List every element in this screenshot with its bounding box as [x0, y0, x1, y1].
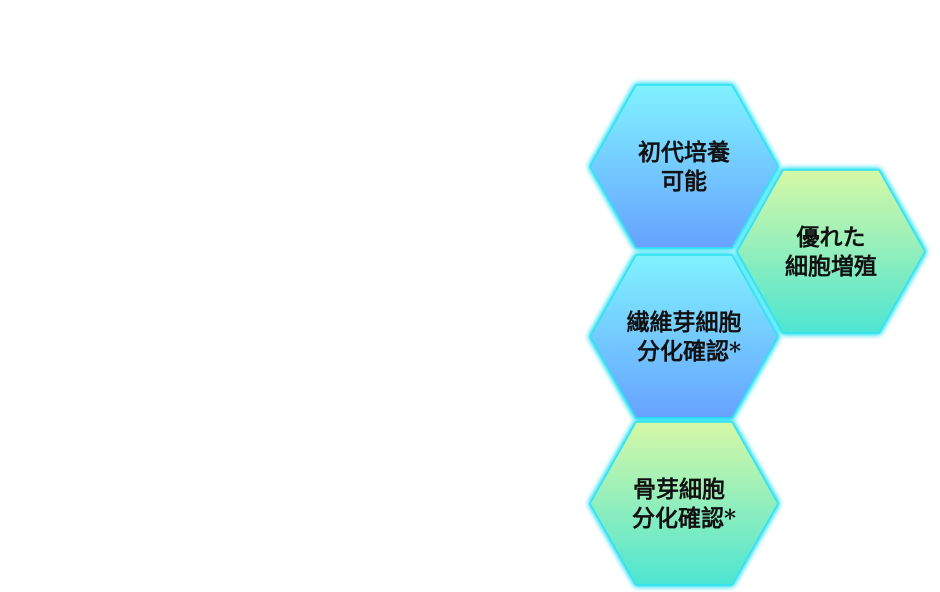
- hexagon-fibroblast-differentiation: 繊維芽細胞 分化確認*: [589, 254, 779, 419]
- hexagon-osteoblast-differentiation: 骨芽細胞 分化確認*: [589, 421, 779, 586]
- hexagon-cell-proliferation: 優れた 細胞増殖: [736, 169, 926, 334]
- hexagon-shape-green: [589, 421, 779, 586]
- hexagon-shape-green: [736, 169, 926, 334]
- hexagon-label-line2: 細胞増殖: [785, 252, 877, 280]
- hexagon-label-line2: 分化確認*: [636, 337, 742, 365]
- hexagon-label: 優れた 細胞増殖: [736, 169, 926, 334]
- hexagon-label-line1: 繊維芽細胞: [626, 308, 742, 336]
- hexagon-label: 繊維芽細胞 分化確認*: [589, 254, 779, 419]
- hexagon-label-line2: 可能: [661, 167, 707, 195]
- hexagon-shape-blue: [589, 84, 779, 249]
- hexagon-label-line1: 優れた: [796, 223, 866, 251]
- hexagon-primary-culture: 初代培養 可能: [589, 84, 779, 249]
- hexagon-label-line2: 分化確認*: [631, 504, 737, 532]
- hexagon-label: 初代培養 可能: [589, 84, 779, 249]
- hexagon-label-line1: 骨芽細胞: [633, 475, 725, 503]
- hexagon-label-line1: 初代培養: [638, 138, 730, 166]
- hexagon-label: 骨芽細胞 分化確認*: [589, 421, 779, 586]
- hexagon-shape-blue: [589, 254, 779, 419]
